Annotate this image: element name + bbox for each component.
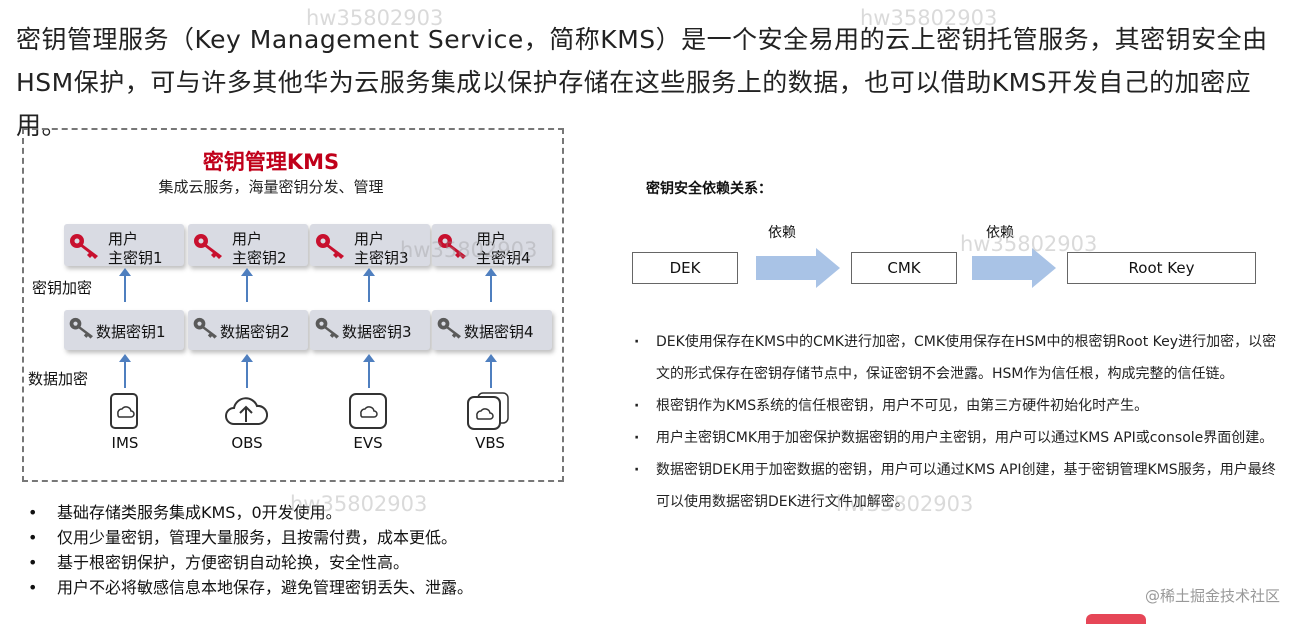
list-item: DEK使用保存在KMS中的CMK进行加密，CMK使用保存在HSM中的根密钥Roo… bbox=[630, 326, 1280, 390]
data-key-name: 数据密钥2 bbox=[220, 323, 290, 341]
service-label: EVS bbox=[353, 434, 383, 452]
gray-key-icon bbox=[193, 317, 217, 339]
user-key-label: 用户 bbox=[354, 230, 385, 248]
vbs-backup-icon bbox=[467, 392, 509, 430]
gray-key-icon bbox=[437, 317, 461, 339]
user-master-key-card-3: 用户 主密钥3 bbox=[310, 224, 430, 267]
intro-paragraph: 密钥管理服务（Key Management Service，简称KMS）是一个安… bbox=[16, 25, 1268, 140]
data-encrypt-label: 数据加密 bbox=[28, 370, 89, 388]
ims-image-icon bbox=[110, 393, 138, 429]
depends-label: 依赖 bbox=[986, 225, 1014, 241]
gray-key-icon bbox=[315, 317, 339, 339]
right-arrow-icon bbox=[972, 248, 1056, 288]
right-arrow-icon bbox=[756, 248, 840, 288]
list-item: 基于根密钥保护，方便密钥自动轮换，安全性高。 bbox=[24, 550, 604, 575]
master-key-name: 主密钥3 bbox=[354, 249, 409, 267]
data-key-card-3: 数据密钥3 bbox=[310, 310, 430, 350]
list-item: 基础存储类服务集成KMS，0开发使用。 bbox=[24, 500, 604, 525]
root-key-box: Root Key bbox=[1067, 252, 1256, 284]
user-master-key-card-4: 用户 主密钥4 bbox=[432, 224, 552, 267]
master-key-name: 主密钥4 bbox=[476, 249, 531, 267]
data-key-name: 数据密钥3 bbox=[342, 323, 412, 341]
data-key-card-2: 数据密钥2 bbox=[188, 310, 308, 350]
master-key-name: 主密钥2 bbox=[232, 249, 287, 267]
list-item: 用户不必将敏感信息本地保存，避免管理密钥丢失、泄露。 bbox=[24, 575, 604, 600]
up-arrow bbox=[119, 354, 131, 388]
list-item: 仅用少量密钥，管理大量服务，且按需付费，成本更低。 bbox=[24, 525, 604, 550]
kms-diagram-title: 密钥管理KMS bbox=[202, 150, 340, 174]
brand-logo-fragment bbox=[1086, 614, 1146, 624]
key-encrypt-label: 密钥加密 bbox=[32, 279, 93, 297]
red-key-icon bbox=[438, 234, 466, 259]
gray-key-icon bbox=[69, 317, 93, 339]
data-key-card-4: 数据密钥4 bbox=[432, 310, 552, 350]
data-key-card-1: 数据密钥1 bbox=[64, 310, 184, 350]
obs-cloud-upload-icon bbox=[225, 397, 268, 425]
data-key-name: 数据密钥1 bbox=[96, 323, 166, 341]
user-key-label: 用户 bbox=[476, 230, 507, 248]
dek-box: DEK bbox=[632, 252, 738, 284]
up-arrow bbox=[119, 268, 131, 302]
data-key-name: 数据密钥4 bbox=[464, 323, 534, 341]
red-key-icon bbox=[194, 234, 222, 259]
master-key-name: 主密钥1 bbox=[108, 249, 163, 267]
up-arrow bbox=[241, 268, 253, 302]
depends-label: 依赖 bbox=[768, 225, 796, 241]
cmk-box: CMK bbox=[851, 252, 957, 284]
service-label: IMS bbox=[111, 434, 139, 452]
red-key-icon bbox=[70, 234, 98, 259]
service-label: VBS bbox=[475, 434, 505, 452]
red-key-icon bbox=[316, 234, 344, 259]
user-master-key-card-2: 用户 主密钥2 bbox=[188, 224, 308, 267]
up-arrow bbox=[241, 354, 253, 388]
dependency-title: 密钥安全依赖关系： bbox=[646, 181, 772, 197]
kms-benefits-list: 基础存储类服务集成KMS，0开发使用。 仅用少量密钥，管理大量服务，且按需付费，… bbox=[24, 500, 604, 600]
dependency-notes-list: DEK使用保存在KMS中的CMK进行加密，CMK使用保存在HSM中的根密钥Roo… bbox=[630, 326, 1280, 518]
evs-disk-icon bbox=[349, 393, 387, 429]
footer-brand: @稀土掘金技术社区 bbox=[1144, 587, 1280, 605]
user-key-label: 用户 bbox=[232, 230, 263, 248]
up-arrow bbox=[485, 354, 497, 388]
up-arrow bbox=[485, 268, 497, 302]
kms-diagram-subtitle: 集成云服务，海量密钥分发、管理 bbox=[158, 178, 384, 196]
list-item: 用户主密钥CMK用于加密保护数据密钥的用户主密钥，用户可以通过KMS API或c… bbox=[630, 422, 1280, 454]
up-arrow bbox=[363, 268, 375, 302]
list-item: 数据密钥DEK用于加密数据的密钥，用户可以通过KMS API创建，基于密钥管理K… bbox=[630, 454, 1280, 518]
up-arrow bbox=[363, 354, 375, 388]
kms-diagram-frame bbox=[22, 128, 564, 482]
user-key-label: 用户 bbox=[108, 230, 139, 248]
user-master-key-card-1: 用户 主密钥1 bbox=[64, 224, 184, 267]
list-item: 根密钥作为KMS系统的信任根密钥，用户不可见，由第三方硬件初始化时产生。 bbox=[630, 390, 1280, 422]
service-label: OBS bbox=[231, 434, 263, 452]
